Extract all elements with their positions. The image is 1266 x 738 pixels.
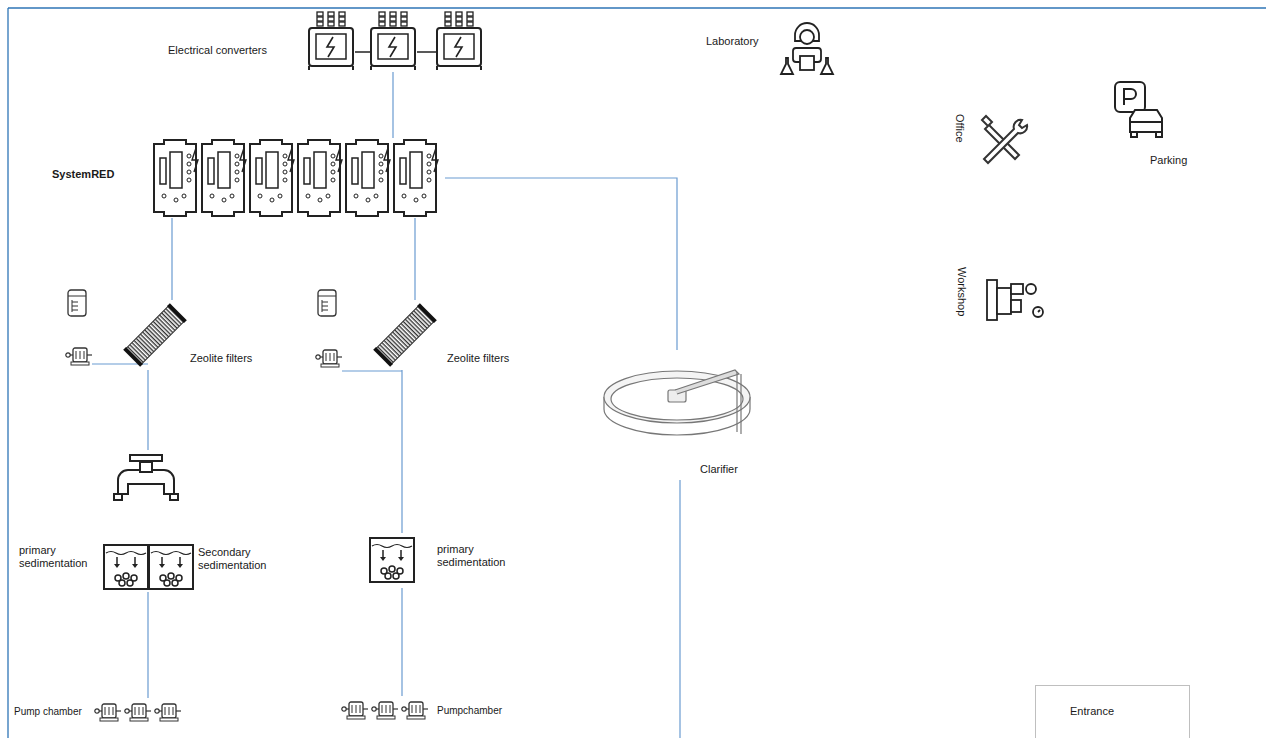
node-label: Secondary sedimentation (198, 546, 278, 572)
pipe-line (147, 370, 148, 450)
sedimentation-tanks: primary sedimentation Secondary sedimenta… (15, 450, 280, 592)
laboratory-icon: Laboratory (700, 15, 835, 78)
node-label: Electrical converters (168, 44, 267, 57)
pipe-line (171, 218, 172, 300)
node-label: Pumpchamber (437, 705, 502, 717)
node-label: Entrance (1070, 705, 1114, 718)
parking-icon: Parking (1110, 78, 1190, 172)
office-icon: Office (950, 110, 1035, 170)
pump-chamber: Pumpchamber (338, 696, 520, 726)
node-label: Zeolite filters (190, 352, 252, 365)
node-label: Pump chamber (14, 706, 82, 718)
clarifier-tank: Clarifier (600, 350, 752, 478)
sedimentation-tank: primary sedimentation (365, 533, 517, 588)
node-label: Office (953, 114, 966, 143)
zeolite-filter: Zeolite filters (378, 300, 528, 370)
node-label: Parking (1150, 154, 1187, 167)
node-label: Zeolite filters (447, 352, 509, 365)
node-label: Workshop (955, 267, 968, 316)
pipe-line (147, 592, 148, 698)
node-label: Clarifier (700, 463, 738, 476)
systemred-unit: SystemRED (45, 138, 445, 218)
pipe-line (401, 588, 402, 696)
node-label: Laboratory (706, 35, 759, 48)
entrance-box: Entrance (1035, 685, 1190, 738)
pipe-line (392, 72, 393, 138)
node-label: primary sedimentation (19, 544, 97, 570)
converter-group: Electrical converters (160, 10, 490, 72)
workshop-icon: Workshop (950, 265, 1050, 337)
pipe-line (445, 178, 677, 350)
pipe-line (401, 370, 402, 533)
zeolite-filter: Zeolite filters (128, 300, 278, 370)
node-label: primary sedimentation (437, 543, 515, 569)
node-label: SystemRED (52, 168, 114, 181)
pipe-line (414, 218, 415, 300)
pump-chamber: Pump chamber (10, 698, 190, 728)
